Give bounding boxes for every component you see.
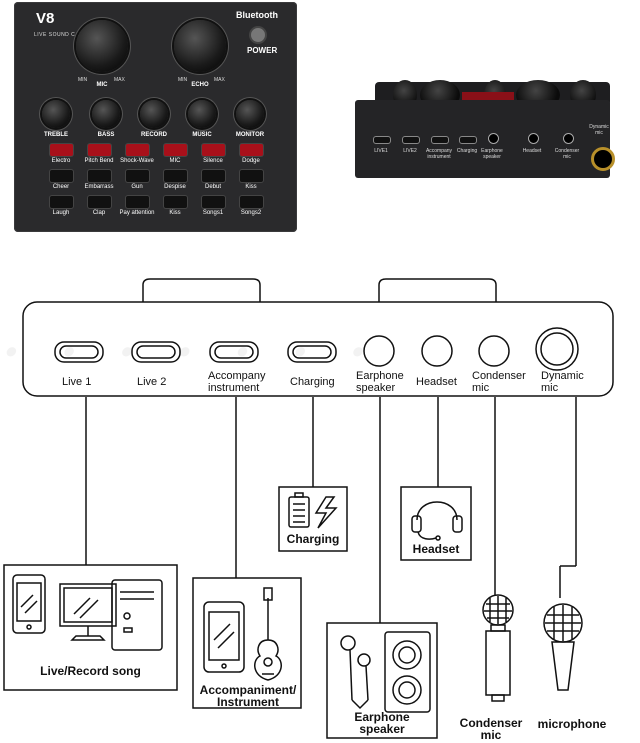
earphone-speaker-icon	[341, 632, 430, 712]
port-label-live2: Live 2	[137, 376, 197, 388]
port-label-charging: Charging	[290, 376, 350, 388]
port-label-condenser: Condenser mic	[472, 370, 532, 394]
caption-accompaniment: Accompaniment/ Instrument	[193, 684, 303, 708]
port-label-accompany: Accompany instrument	[208, 370, 278, 394]
port-condenser	[479, 336, 509, 366]
guitar-icon	[204, 588, 281, 680]
port-charging	[288, 342, 336, 362]
port-headset	[422, 336, 452, 366]
port-label-earphone: Earphone speaker	[356, 370, 416, 394]
port-live2	[132, 342, 180, 362]
bump-left	[143, 279, 260, 302]
caption-live: Live/Record song	[4, 664, 177, 678]
port-label-live1: Live 1	[62, 376, 122, 388]
caption-microphone: microphone	[530, 717, 614, 731]
port-label-dynamic: Dynamic mic	[541, 370, 591, 394]
port-dynamic	[536, 328, 578, 370]
condenser-mic-icon	[483, 595, 513, 701]
computer-icon	[13, 575, 162, 650]
headset-icon	[412, 502, 462, 540]
battery-icon	[289, 493, 336, 528]
port-live1	[55, 342, 103, 362]
caption-charging: Charging	[279, 532, 347, 546]
port-label-headset: Headset	[416, 376, 476, 388]
caption-headset: Headset	[401, 542, 471, 556]
bump-right	[379, 279, 496, 302]
port-earphone	[364, 336, 394, 366]
caption-condenser: Condenser mic	[458, 717, 524, 741]
microphone-icon	[544, 604, 582, 690]
caption-earphone: Earphone speaker	[340, 711, 424, 735]
port-accompany	[210, 342, 258, 362]
